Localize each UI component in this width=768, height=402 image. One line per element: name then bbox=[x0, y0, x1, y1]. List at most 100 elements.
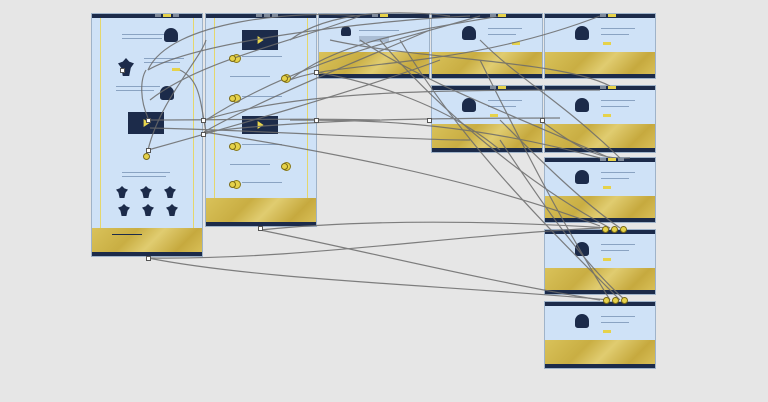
text-line bbox=[112, 234, 142, 235]
text-line bbox=[601, 172, 635, 173]
hotspot-pin[interactable] bbox=[143, 153, 150, 160]
text-line bbox=[488, 34, 516, 35]
cta-button[interactable] bbox=[512, 42, 520, 45]
text-line bbox=[144, 62, 180, 63]
connection-node[interactable] bbox=[146, 118, 151, 123]
text-line bbox=[601, 322, 629, 323]
hotspot-pin[interactable] bbox=[229, 55, 236, 62]
hotspot-pin[interactable] bbox=[229, 95, 236, 102]
artboard-tab-strip bbox=[155, 14, 179, 17]
cta-button[interactable] bbox=[603, 42, 611, 45]
play-icon bbox=[257, 121, 264, 129]
hotspot-pin[interactable] bbox=[612, 297, 619, 304]
text-line bbox=[488, 28, 522, 29]
artboard-header bbox=[545, 302, 655, 306]
helmet-icon bbox=[160, 86, 174, 100]
artboard-footer bbox=[206, 222, 316, 226]
artboard-header bbox=[545, 230, 655, 234]
footer-band bbox=[92, 228, 202, 252]
person-figure-icon bbox=[142, 204, 154, 216]
person-figure-icon bbox=[118, 204, 130, 216]
artboard-footer bbox=[545, 290, 655, 294]
connection-node[interactable] bbox=[427, 118, 432, 123]
cta-button[interactable] bbox=[172, 68, 180, 71]
text-line bbox=[242, 144, 282, 145]
text-line bbox=[601, 316, 635, 317]
layout-guide bbox=[100, 18, 101, 256]
connection-node[interactable] bbox=[120, 68, 125, 73]
artboard-tab-strip bbox=[372, 14, 388, 17]
layout-guide bbox=[307, 18, 308, 226]
hotspot-pin[interactable] bbox=[611, 226, 618, 233]
text-line bbox=[230, 76, 270, 77]
text-line bbox=[116, 86, 160, 87]
artboard-footer bbox=[432, 148, 542, 152]
artboard-7[interactable] bbox=[545, 86, 655, 152]
artboard-header bbox=[92, 14, 202, 18]
person-figure-icon bbox=[164, 186, 176, 198]
artboard-footer bbox=[545, 364, 655, 368]
helmet-icon bbox=[341, 26, 351, 36]
cta-button[interactable] bbox=[603, 114, 611, 117]
helmet-icon bbox=[575, 26, 589, 40]
text-line bbox=[359, 36, 389, 42]
text-line bbox=[601, 106, 629, 107]
artboard-tab-strip bbox=[490, 86, 506, 89]
play-icon bbox=[257, 36, 264, 44]
hotspot-pin[interactable] bbox=[281, 163, 288, 170]
connection-node[interactable] bbox=[146, 256, 151, 261]
cta-button[interactable] bbox=[603, 330, 611, 333]
artboard-footer bbox=[432, 74, 542, 78]
text-line bbox=[122, 176, 166, 177]
artboard-footer bbox=[545, 218, 655, 222]
hotspot-pin[interactable] bbox=[281, 75, 288, 82]
artboard-10[interactable] bbox=[545, 302, 655, 368]
person-figure-icon bbox=[140, 186, 152, 198]
cta-button[interactable] bbox=[603, 258, 611, 261]
text-line bbox=[488, 106, 516, 107]
artboard-9[interactable] bbox=[545, 230, 655, 294]
text-line bbox=[601, 250, 629, 251]
connection-node[interactable] bbox=[258, 226, 263, 231]
text-line bbox=[242, 182, 282, 183]
artboard-tab-strip bbox=[490, 14, 506, 17]
artboard-footer bbox=[319, 74, 429, 78]
layout-guide bbox=[214, 18, 215, 226]
hotspot-pin[interactable] bbox=[229, 143, 236, 150]
text-line bbox=[122, 34, 172, 35]
artboard-tab-strip bbox=[600, 158, 624, 161]
connection-node[interactable] bbox=[201, 118, 206, 123]
artboard-5[interactable] bbox=[545, 14, 655, 78]
hotspot-pin[interactable] bbox=[621, 297, 628, 304]
text-line bbox=[601, 34, 629, 35]
artboard-footer bbox=[545, 74, 655, 78]
play-icon bbox=[143, 119, 150, 127]
connection-node[interactable] bbox=[314, 118, 319, 123]
artboard-header bbox=[432, 86, 542, 90]
helmet-icon bbox=[575, 98, 589, 112]
text-line bbox=[122, 38, 162, 39]
helmet-icon bbox=[164, 28, 178, 42]
text-line bbox=[488, 100, 522, 101]
hotspot-pin[interactable] bbox=[620, 226, 627, 233]
connection-node[interactable] bbox=[146, 148, 151, 153]
hotspot-pin[interactable] bbox=[602, 226, 609, 233]
video-thumbnail[interactable] bbox=[242, 30, 278, 50]
hotspot-pin[interactable] bbox=[229, 181, 236, 188]
helmet-icon bbox=[575, 170, 589, 184]
hotspot-pin[interactable] bbox=[603, 297, 610, 304]
connection-node[interactable] bbox=[201, 132, 206, 137]
cta-button[interactable] bbox=[603, 186, 611, 189]
artboard-1[interactable] bbox=[92, 14, 202, 256]
footer-band bbox=[206, 198, 316, 222]
helmet-icon bbox=[462, 98, 476, 112]
footer-band bbox=[545, 268, 655, 290]
connection-node[interactable] bbox=[314, 70, 319, 75]
connection-node[interactable] bbox=[540, 118, 545, 123]
cta-button[interactable] bbox=[490, 114, 498, 117]
text-line bbox=[122, 172, 170, 173]
text-line bbox=[601, 244, 635, 245]
footer-band bbox=[545, 340, 655, 364]
